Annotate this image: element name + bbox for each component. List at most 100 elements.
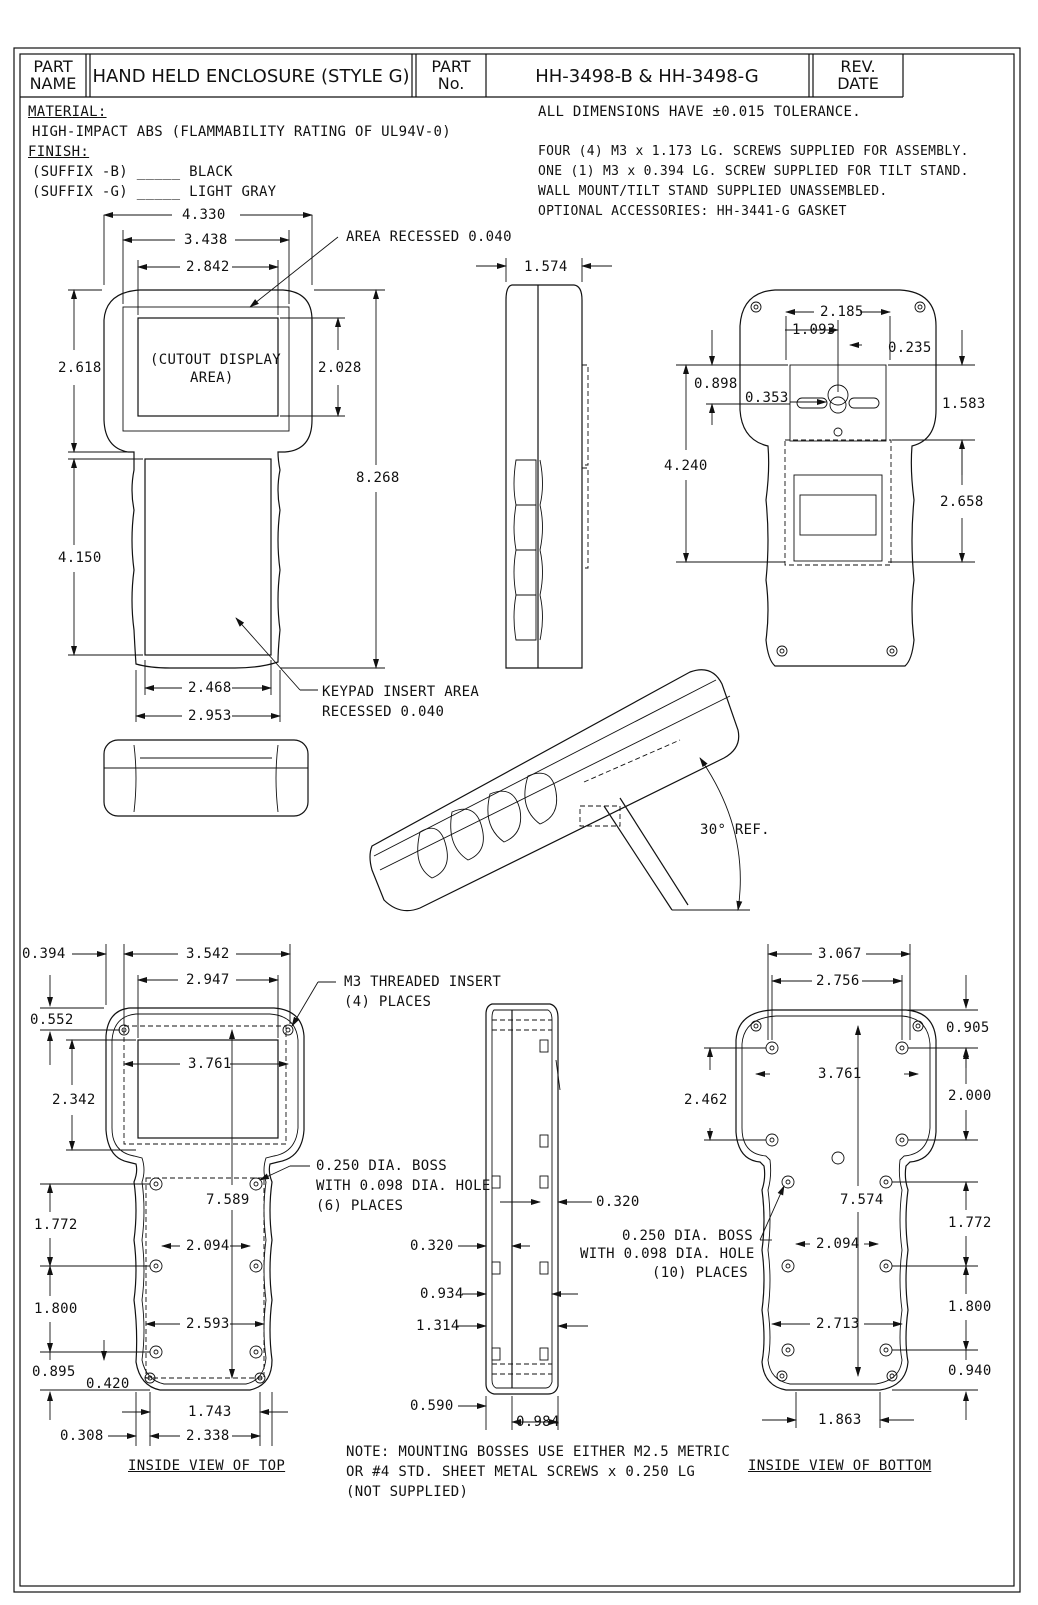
dim-1772-top: 1.772 bbox=[34, 1217, 78, 1233]
part-number: HH-3498-B & HH-3498-G bbox=[535, 66, 759, 87]
dim-2338: 2.338 bbox=[186, 1428, 230, 1444]
threaded-insert-line2: (4) PLACES bbox=[344, 994, 432, 1010]
dim-0934: 0.934 bbox=[420, 1286, 464, 1302]
dim-8268: 8.268 bbox=[356, 470, 400, 486]
dim-7574: 7.574 bbox=[840, 1192, 884, 1208]
dim-1743: 1.743 bbox=[188, 1404, 232, 1420]
dim-2658: 2.658 bbox=[940, 494, 984, 510]
dim-1772-bottom: 1.772 bbox=[948, 1215, 992, 1231]
cutout-display-line2: AREA) bbox=[190, 370, 234, 386]
keypad-note-line1: KEYPAD INSERT AREA bbox=[322, 684, 480, 700]
dim-0898: 0.898 bbox=[694, 376, 738, 392]
dim-0235: 0.235 bbox=[888, 340, 932, 356]
dim-2593: 2.593 bbox=[186, 1316, 230, 1332]
threaded-insert-line1: M3 THREADED INSERT bbox=[344, 974, 502, 990]
part-name-label: PART NAME bbox=[22, 58, 84, 92]
part-no-label-line2: No. bbox=[437, 74, 465, 93]
title-block bbox=[20, 54, 904, 98]
tilt-view bbox=[369, 669, 750, 912]
dim-0320-right: 0.320 bbox=[596, 1194, 640, 1210]
dim-0590: 0.590 bbox=[410, 1398, 454, 1414]
boss-note-top-line1: 0.250 DIA. BOSS bbox=[316, 1158, 447, 1174]
dim-3067: 3.067 bbox=[818, 946, 862, 962]
material-value: HIGH-IMPACT ABS (FLAMMABILITY RATING OF … bbox=[32, 124, 451, 140]
dim-2953: 2.953 bbox=[188, 708, 232, 724]
boss-note-bottom-line2: WITH 0.098 DIA. HOLE bbox=[580, 1246, 755, 1262]
end-view bbox=[103, 739, 309, 817]
note-line2: ONE (1) M3 x 0.394 LG. SCREW SUPPLIED FO… bbox=[538, 164, 969, 179]
dim-4150: 4.150 bbox=[58, 550, 102, 566]
keypad-note-line2: RECESSED 0.040 bbox=[322, 704, 445, 720]
dim-2000: 2.000 bbox=[948, 1088, 992, 1104]
dim-3438: 3.438 bbox=[184, 232, 228, 248]
dim-2462: 2.462 bbox=[684, 1092, 728, 1108]
tilt-angle: 30° REF. bbox=[700, 822, 770, 838]
dim-2185: 2.185 bbox=[820, 304, 864, 320]
material-heading: MATERIAL: bbox=[28, 104, 107, 120]
dim-0394: 0.394 bbox=[22, 946, 66, 962]
area-recessed-note: AREA RECESSED 0.040 bbox=[346, 229, 512, 245]
part-no-label-line1: PART bbox=[431, 57, 471, 76]
dim-0420: 0.420 bbox=[86, 1376, 130, 1392]
back-view bbox=[676, 289, 975, 667]
dim-0320-left: 0.320 bbox=[410, 1238, 454, 1254]
dim-2094-top: 2.094 bbox=[186, 1238, 230, 1254]
dim-4330: 4.330 bbox=[182, 207, 226, 223]
rev-label: REV. DATE bbox=[815, 58, 901, 92]
dim-0353: 0.353 bbox=[745, 390, 789, 406]
dim-3542: 3.542 bbox=[186, 946, 230, 962]
dim-3761-bottom: 3.761 bbox=[818, 1066, 862, 1082]
mounting-note-line3: (NOT SUPPLIED) bbox=[346, 1484, 469, 1500]
finish-heading: FINISH: bbox=[28, 144, 90, 160]
mounting-note-line1: NOTE: MOUNTING BOSSES USE EITHER M2.5 ME… bbox=[346, 1444, 731, 1460]
part-no-label: PART No. bbox=[418, 58, 484, 92]
dim-1093: 1.093 bbox=[792, 322, 836, 338]
dim-1574: 1.574 bbox=[524, 259, 568, 275]
inside-bottom-view bbox=[704, 944, 978, 1428]
front-view bbox=[68, 212, 385, 722]
dim-0984: 0.984 bbox=[516, 1414, 560, 1430]
note-line4: OPTIONAL ACCESSORIES: HH-3441-G GASKET bbox=[538, 204, 847, 219]
note-line3: WALL MOUNT/TILT STAND SUPPLIED UNASSEMBL… bbox=[538, 184, 888, 199]
dim-0940: 0.940 bbox=[948, 1363, 992, 1379]
outer-border bbox=[13, 47, 1021, 1593]
mounting-note-line2: OR #4 STD. SHEET METAL SCREWS x 0.250 LG bbox=[346, 1464, 696, 1480]
rev-label-line2: DATE bbox=[837, 74, 879, 93]
part-name-label-line1: PART bbox=[33, 57, 73, 76]
dim-1314: 1.314 bbox=[416, 1318, 460, 1334]
boss-note-bottom-line3: (10) PLACES bbox=[652, 1265, 749, 1281]
inside-top-caption: INSIDE VIEW OF TOP bbox=[128, 1458, 286, 1474]
rev-label-line1: REV. bbox=[840, 57, 876, 76]
dim-0905: 0.905 bbox=[946, 1020, 990, 1036]
cutout-display-line1: (CUTOUT DISPLAY bbox=[150, 352, 281, 368]
dim-2618: 2.618 bbox=[58, 360, 102, 376]
inside-top-view bbox=[40, 944, 336, 1446]
boss-note-top-line3: (6) PLACES bbox=[316, 1198, 404, 1214]
suffix-g: (SUFFIX -G) _____ LIGHT GRAY bbox=[32, 184, 277, 200]
inner-border bbox=[19, 53, 1015, 1587]
dim-2094-bottom: 2.094 bbox=[816, 1236, 860, 1252]
dim-3761-top: 3.761 bbox=[188, 1056, 232, 1072]
note-line1: FOUR (4) M3 x 1.173 LG. SCREWS SUPPLIED … bbox=[538, 144, 969, 159]
section-view bbox=[456, 1003, 592, 1430]
dim-1583: 1.583 bbox=[942, 396, 986, 412]
boss-note-bottom-line1: 0.250 DIA. BOSS bbox=[622, 1228, 753, 1244]
dim-2756: 2.756 bbox=[816, 973, 860, 989]
part-name: HAND HELD ENCLOSURE (STYLE G) bbox=[92, 66, 410, 87]
dim-2028: 2.028 bbox=[318, 360, 362, 376]
dim-2468: 2.468 bbox=[188, 680, 232, 696]
suffix-b: (SUFFIX -B) _____ BLACK bbox=[32, 164, 233, 180]
dim-1863: 1.863 bbox=[818, 1412, 862, 1428]
dim-0552: 0.552 bbox=[30, 1012, 74, 1028]
tolerance-note: ALL DIMENSIONS HAVE ±0.015 TOLERANCE. bbox=[538, 104, 861, 120]
dim-1800-bottom: 1.800 bbox=[948, 1299, 992, 1315]
dim-2342: 2.342 bbox=[52, 1092, 96, 1108]
dim-2947: 2.947 bbox=[186, 972, 230, 988]
dim-1800-top: 1.800 bbox=[34, 1301, 78, 1317]
dim-4240: 4.240 bbox=[664, 458, 708, 474]
dim-2842: 2.842 bbox=[186, 259, 230, 275]
dim-0895: 0.895 bbox=[32, 1364, 76, 1380]
dim-0308: 0.308 bbox=[60, 1428, 104, 1444]
